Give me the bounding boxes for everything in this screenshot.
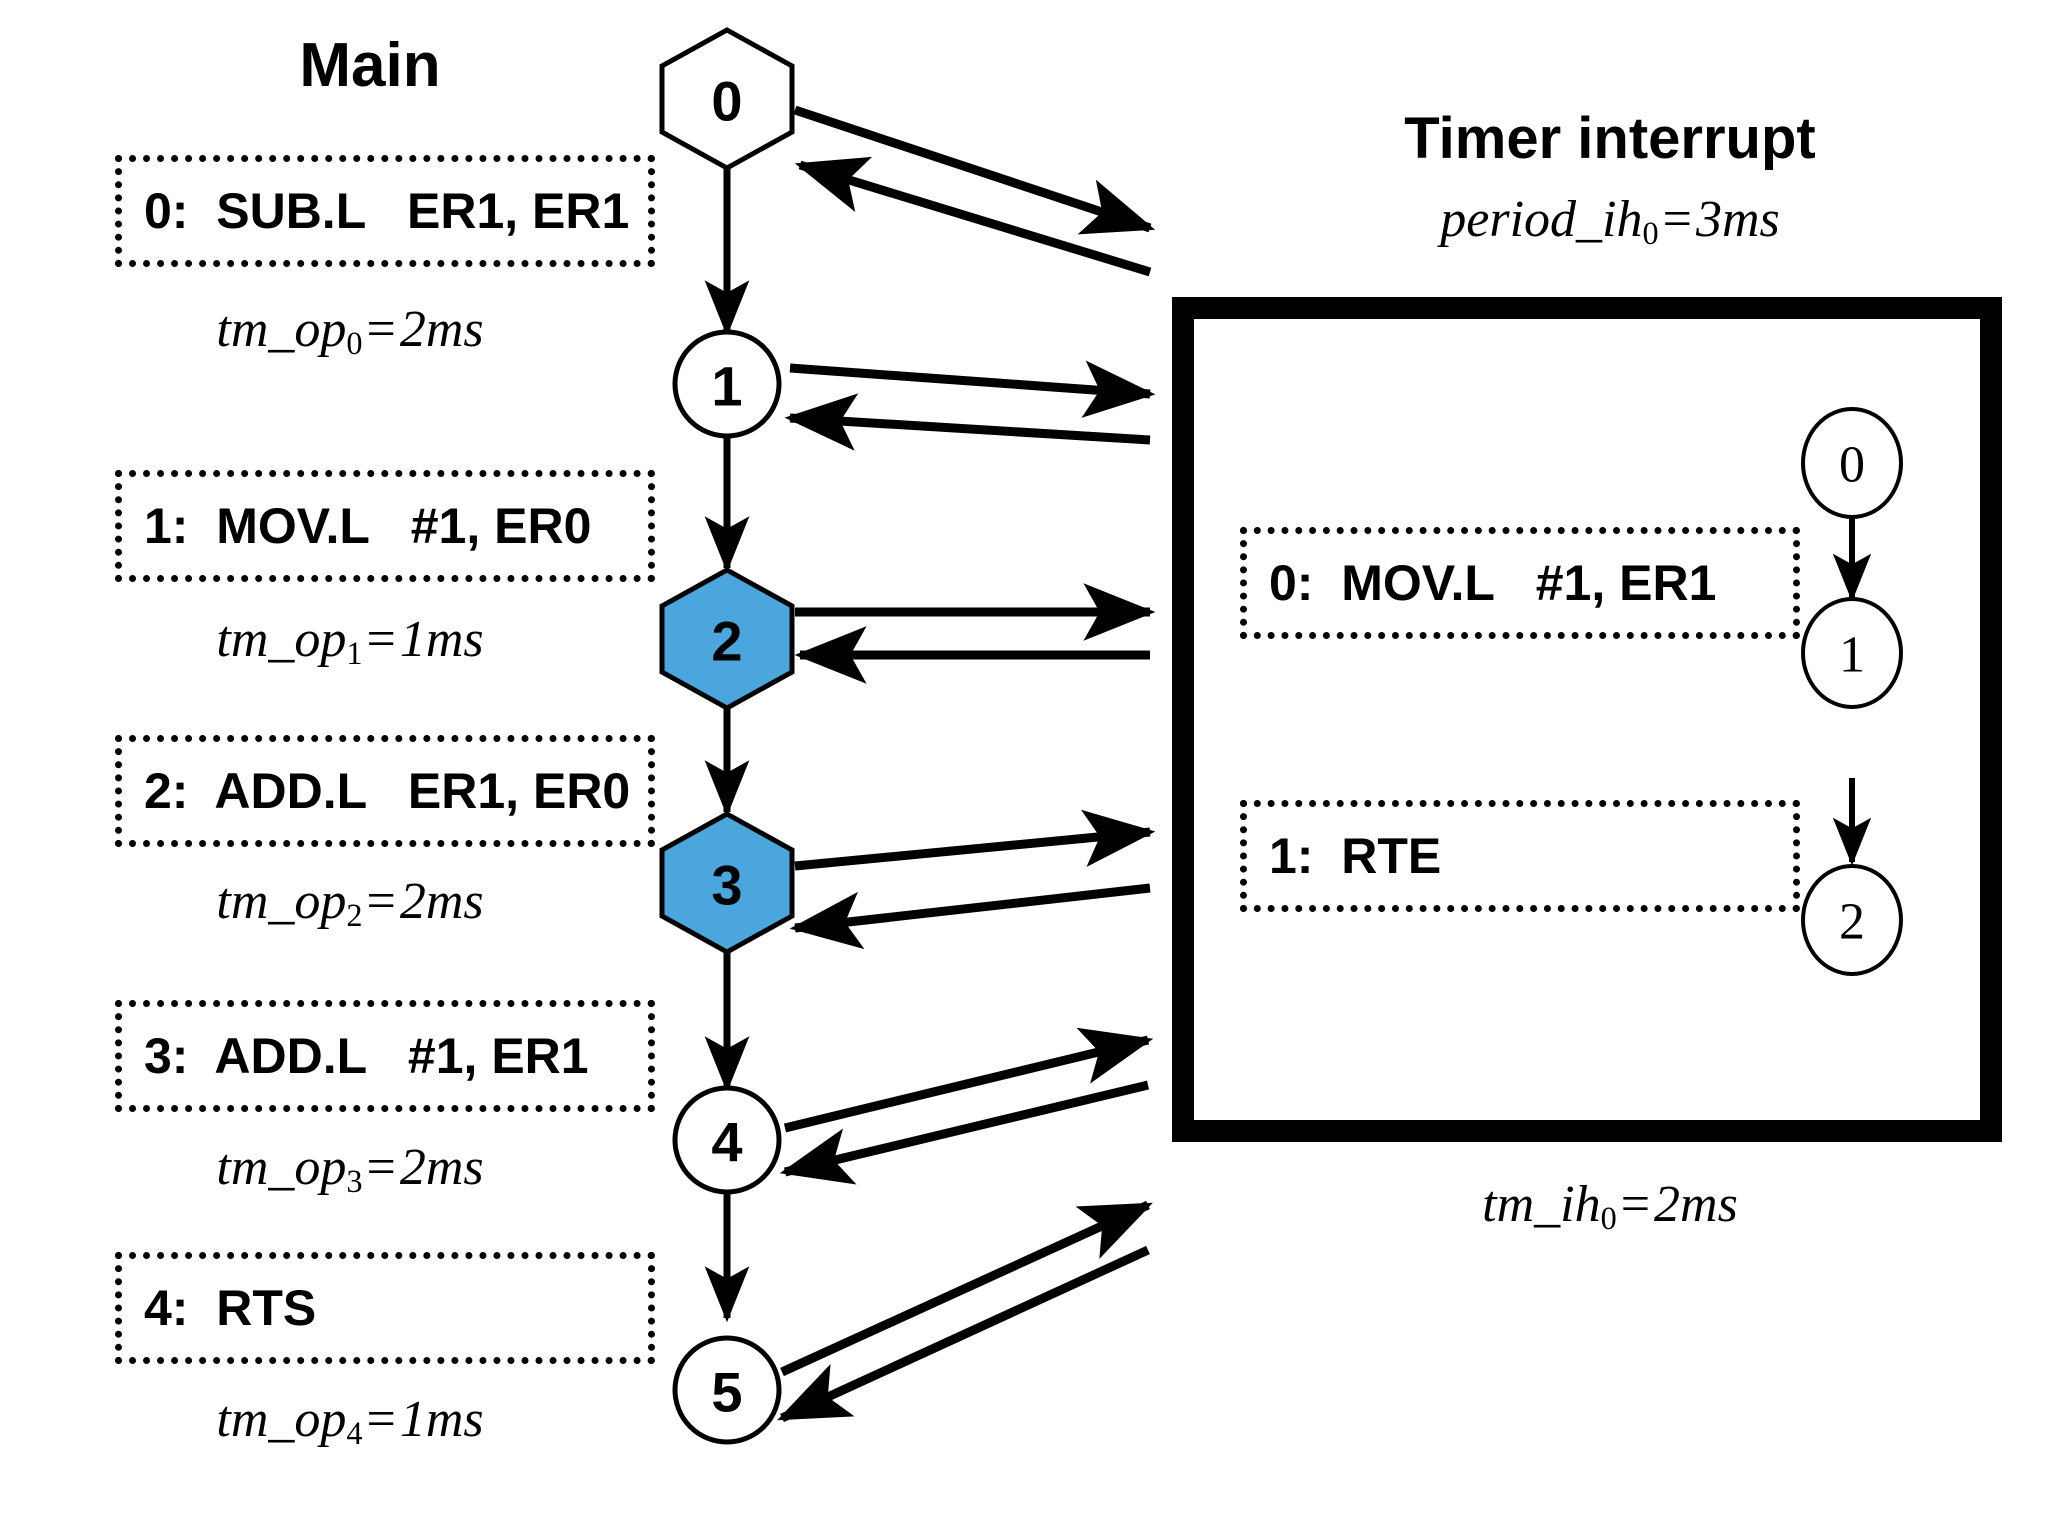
- main-node-1-shape[interactable]: [672, 329, 782, 439]
- main-timing-index-2: 2: [346, 897, 363, 934]
- equals-sign: =: [366, 1391, 396, 1448]
- timer-node-1[interactable]: 1: [1801, 597, 1903, 709]
- timer-node-2-label: 2: [1839, 894, 1865, 951]
- main-node-4-shape[interactable]: [672, 1085, 782, 1195]
- main-timing-label-0: tm_op0=2ms: [120, 300, 580, 362]
- main-timing-name-0: tm_op: [216, 301, 347, 358]
- main-timing-name-3: tm_op: [216, 1139, 347, 1196]
- main-timing-name-1: tm_op: [216, 611, 347, 668]
- interrupt-out-arrow-0: [793, 105, 1156, 235]
- main-instruction-box-0: 0: SUB.L ER1, ER1: [115, 155, 655, 267]
- interrupt-return-arrow-4: [779, 1080, 1150, 1185]
- main-node-2-shape[interactable]: [659, 567, 795, 711]
- interrupt-return-arrow-5: [777, 1245, 1150, 1423]
- main-node-0-shape[interactable]: [659, 27, 795, 171]
- main-node-4[interactable]: 4: [672, 1085, 782, 1195]
- main-timing-label-3: tm_op3=2ms: [120, 1138, 580, 1200]
- main-timing-value-1: 1ms: [399, 611, 484, 668]
- timer-node-0-label: 0: [1839, 437, 1865, 494]
- timer-node-0-shape[interactable]: [1801, 407, 1903, 519]
- main-node-4-label: 4: [711, 1111, 742, 1174]
- timer-instruction-text-1: 1: RTE: [1269, 828, 1442, 884]
- timer-exec-index: 0: [1600, 1200, 1617, 1237]
- timer-instruction-text-0: 0: MOV.L #1, ER1: [1269, 555, 1717, 611]
- interrupt-return-arrow-3: [789, 883, 1151, 950]
- main-timing-value-3: 2ms: [399, 1139, 484, 1196]
- main-timing-label-2: tm_op2=2ms: [120, 872, 580, 934]
- main-node-1-label: 1: [711, 355, 742, 418]
- main-node-3-label: 3: [711, 854, 742, 917]
- interrupt-return-arrow-1: [784, 393, 1151, 451]
- equals-sign: =: [366, 1139, 396, 1196]
- main-node-5-label: 5: [711, 1361, 742, 1424]
- timer-node-1-shape[interactable]: [1801, 597, 1903, 709]
- timer-period-label: period_ih0=3ms: [1230, 190, 1990, 252]
- interrupt-return-arrow-0: [794, 156, 1152, 277]
- main-instruction-text-3: 3: ADD.L #1, ER1: [144, 1028, 589, 1084]
- timer-period-index: 0: [1642, 215, 1659, 252]
- timer-node-2[interactable]: 2: [1801, 864, 1903, 976]
- main-instruction-text-1: 1: MOV.L #1, ER0: [144, 498, 592, 554]
- main-instruction-box-3: 3: ADD.L #1, ER1: [115, 1000, 655, 1112]
- equals-sign: =: [366, 873, 396, 930]
- timer-period-name: period_ih: [1440, 191, 1643, 248]
- main-instruction-text-4: 4: RTS: [144, 1280, 317, 1336]
- main-timing-index-1: 1: [346, 635, 363, 672]
- main-node-0-label: 0: [711, 70, 742, 133]
- main-node-0[interactable]: 0: [659, 27, 795, 171]
- timer-exec-name: tm_ih: [1482, 1176, 1601, 1233]
- main-timing-index-4: 4: [346, 1415, 363, 1452]
- interrupt-out-arrow-4: [783, 1027, 1154, 1133]
- timer-exec-value: 2ms: [1654, 1176, 1738, 1233]
- main-timing-label-1: tm_op1=1ms: [120, 610, 580, 672]
- main-node-5-shape[interactable]: [672, 1335, 782, 1445]
- equals-sign: =: [366, 301, 396, 358]
- main-column-title: Main: [299, 31, 441, 100]
- main-node-5[interactable]: 5: [672, 1335, 782, 1445]
- main-timing-value-2: 2ms: [399, 873, 484, 930]
- main-timing-label-4: tm_op4=1ms: [120, 1390, 580, 1452]
- timer-interrupt-title: Timer interrupt: [1404, 106, 1816, 171]
- main-instruction-text-0: 0: SUB.L ER1, ER1: [144, 183, 630, 239]
- timer-instruction-box-1: 1: RTE: [1240, 800, 1800, 912]
- main-timing-value-0: 2ms: [399, 301, 484, 358]
- main-node-2-label: 2: [711, 610, 742, 673]
- interrupt-out-arrow-3: [794, 809, 1156, 871]
- timer-instruction-box-0: 0: MOV.L #1, ER1: [1240, 527, 1800, 639]
- main-timing-name-4: tm_op: [216, 1391, 347, 1448]
- main-timing-value-4: 1ms: [399, 1391, 484, 1448]
- interrupt-out-arrow-5: [780, 1200, 1153, 1377]
- main-timing-index-3: 3: [346, 1163, 363, 1200]
- main-instruction-text-2: 2: ADD.L ER1, ER0: [144, 763, 631, 819]
- timer-exec-time-label: tm_ih0=2ms: [1230, 1175, 1990, 1237]
- interrupt-arrow-pairs: [777, 105, 1156, 1423]
- main-instruction-box-1: 1: MOV.L #1, ER0: [115, 470, 655, 582]
- timer-node-1-label: 1: [1839, 627, 1865, 684]
- equals-sign: =: [1620, 1176, 1651, 1233]
- equals-sign: =: [366, 611, 396, 668]
- equals-sign: =: [1662, 191, 1692, 248]
- timer-node-0[interactable]: 0: [1801, 407, 1903, 519]
- main-instruction-box-4: 4: RTS: [115, 1252, 655, 1364]
- main-instruction-box-2: 2: ADD.L ER1, ER0: [115, 735, 655, 847]
- main-timing-name-2: tm_op: [216, 873, 347, 930]
- timer-period-value: 3ms: [1695, 191, 1780, 248]
- main-node-1[interactable]: 1: [672, 329, 782, 439]
- main-timing-index-0: 0: [346, 325, 363, 362]
- interrupt-out-arrow-1: [789, 360, 1156, 418]
- timer-node-2-shape[interactable]: [1801, 864, 1903, 976]
- main-node-2[interactable]: 2: [659, 567, 795, 711]
- main-node-3[interactable]: 3: [659, 811, 795, 955]
- main-node-3-shape[interactable]: [659, 811, 795, 955]
